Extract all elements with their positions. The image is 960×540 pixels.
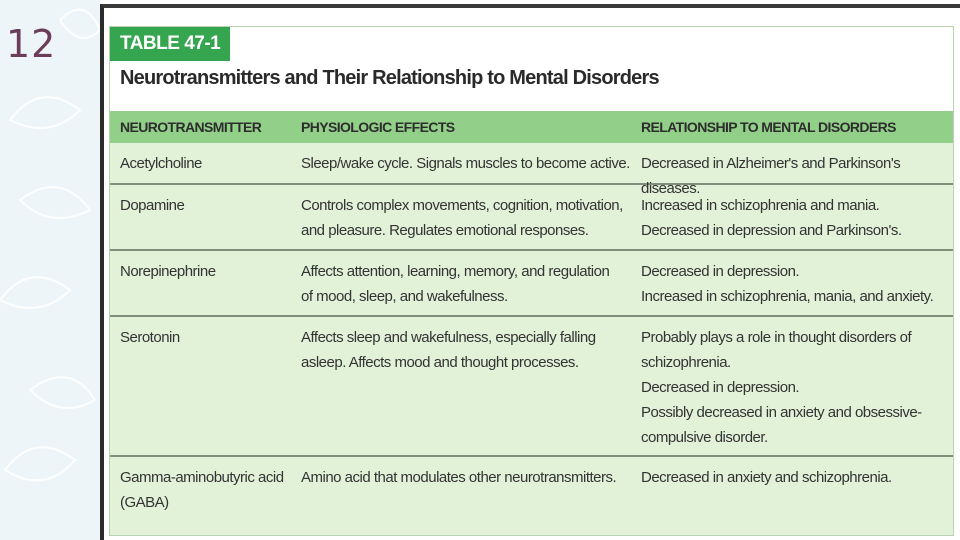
leaf-pattern-icon bbox=[0, 8, 100, 482]
cell-relationship: Probably plays a role in thought disorde… bbox=[641, 329, 922, 446]
cell-physiologic-effects: Sleep/wake cycle. Signals muscles to bec… bbox=[301, 155, 630, 172]
cell-neurotransmitter: Acetylcholine bbox=[120, 155, 202, 172]
cell-relationship: Decreased in depression. Increased in sc… bbox=[641, 263, 934, 305]
column-header-neurotransmitter: NEUROTRANSMITTER bbox=[120, 119, 262, 135]
cell-relationship: Increased in schizophrenia and mania. De… bbox=[641, 197, 902, 239]
table-tag: TABLE 47-1 bbox=[110, 27, 230, 61]
table-row: Acetylcholine Sleep/wake cycle. Signals … bbox=[110, 143, 953, 197]
cell-neurotransmitter: Serotonin bbox=[120, 329, 180, 346]
slide-number: 12 bbox=[6, 22, 57, 66]
table-title: Neurotransmitters and Their Relationship… bbox=[120, 67, 660, 89]
cell-neurotransmitter: Norepinephrine bbox=[120, 263, 216, 280]
table-row: Gamma-aminobutyric acid (GABA) Amino aci… bbox=[110, 457, 953, 535]
column-header-physiologic-effects: PHYSIOLOGIC EFFECTS bbox=[301, 119, 455, 135]
table-header-row: NEUROTRANSMITTER PHYSIOLOGIC EFFECTS REL… bbox=[110, 111, 953, 143]
table-row: Serotonin Affects sleep and wakefulness,… bbox=[110, 317, 953, 457]
table-figure: TABLE 47-1 Neurotransmitters and Their R… bbox=[109, 26, 954, 536]
cell-physiologic-effects: Controls complex movements, cognition, m… bbox=[301, 197, 623, 239]
table-row: Dopamine Controls complex movements, cog… bbox=[110, 185, 953, 251]
cell-physiologic-effects: Affects sleep and wakefulness, especiall… bbox=[301, 329, 596, 371]
cell-relationship: Decreased in anxiety and schizophrenia. bbox=[641, 469, 892, 486]
cell-physiologic-effects: Affects attention, learning, memory, and… bbox=[301, 263, 610, 305]
cell-physiologic-effects: Amino acid that modulates other neurotra… bbox=[301, 469, 617, 486]
decorative-leaf-background bbox=[0, 0, 100, 540]
cell-neurotransmitter: Dopamine bbox=[120, 197, 185, 214]
cell-neurotransmitter: Gamma-aminobutyric acid (GABA) bbox=[120, 469, 284, 511]
data-table: NEUROTRANSMITTER PHYSIOLOGIC EFFECTS REL… bbox=[110, 111, 953, 535]
cell-relationship: Decreased in Alzheimer's and Parkinson's… bbox=[641, 155, 901, 197]
table-row: Norepinephrine Affects attention, learni… bbox=[110, 251, 953, 317]
column-header-relationship: RELATIONSHIP TO MENTAL DISORDERS bbox=[641, 119, 896, 135]
